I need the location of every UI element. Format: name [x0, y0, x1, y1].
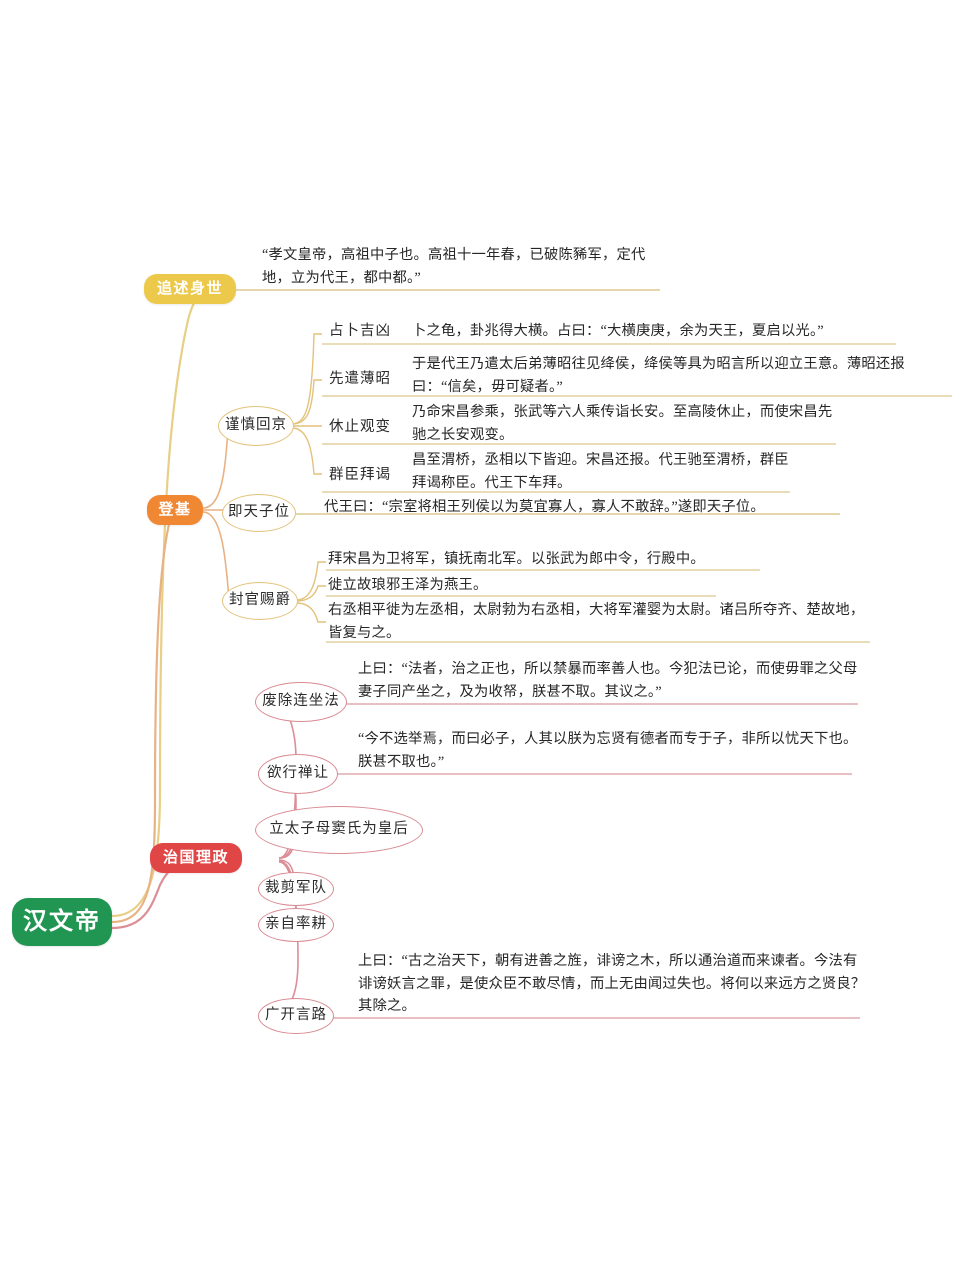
leaf-feichuliangzuofa-text: 上曰：“法者，治之正也，所以禁暴而率善人也。今犯法已论，而使毋罪之父母妻子同产坐…: [358, 661, 858, 700]
group-node-jitianzi[interactable]: 即天子位: [222, 494, 296, 532]
leaf-xianqianbozhao-text: 于是代王乃遣太后弟薄昭往见绛侯，绛侯等具为昭言所以迎立王意。薄昭还报曰：“信矣，…: [412, 356, 905, 395]
branch-node-zhiguo[interactable]: 治国理政: [150, 843, 242, 873]
group-label-jitianzi: 即天子位: [228, 504, 290, 521]
item-title-xianqianbozhao[interactable]: 先遣薄昭: [329, 371, 391, 388]
leaf-fengguan-1: 拜宋昌为卫将军，镇抚南北军。以张武为郎中令，行殿中。: [328, 551, 705, 567]
group-node-litaizimu[interactable]: 立太子母窦氏为皇后: [255, 806, 423, 854]
group-label-guangkaiyanlu: 广开言路: [265, 1007, 327, 1024]
branch-label-zhiguo: 治国理政: [162, 849, 229, 866]
group-label-jinshenhuijing: 谨慎回京: [225, 417, 287, 434]
group-node-caijianjundui[interactable]: 裁剪军队: [258, 872, 334, 906]
group-node-guangkaiyanlu[interactable]: 广开言路: [258, 998, 334, 1034]
leaf-zhuishu-text: “孝文皇帝，高祖中子也。高祖十一年春，已破陈豨军，定代地，立为代王，都中都。”: [262, 247, 646, 286]
group-label-fengguancijue: 封官赐爵: [229, 592, 291, 609]
root-node[interactable]: 汉文帝: [12, 898, 112, 946]
branch-node-zhuishu[interactable]: 追述身世: [144, 274, 236, 304]
branch-node-dengji[interactable]: 登基: [147, 495, 203, 525]
group-node-qinzilvgeng[interactable]: 亲自率耕: [258, 908, 334, 942]
item-title-qunchenbaiye[interactable]: 群臣拜谒: [329, 467, 391, 484]
item-title-xiuzhiguanbian[interactable]: 休止观变: [329, 419, 391, 436]
leaf-fengguan-2: 徙立故琅邪王泽为燕王。: [328, 577, 488, 593]
group-node-fengguancijue[interactable]: 封官赐爵: [222, 582, 298, 620]
branch-label-zhuishu: 追述身世: [156, 280, 223, 297]
group-label-feichuliangzuofa: 废除连坐法: [262, 693, 340, 710]
leaf-yuxingshanrang-text: “今不选举焉，而曰必子，人其以朕为忘贤有德者而专于子，非所以忧天下也。朕甚不取也…: [358, 731, 858, 770]
group-label-yuxingshanrang: 欲行禅让: [267, 765, 329, 782]
leaf-qunchenbaiye-text: 昌至渭桥，丞相以下皆迎。宋昌还报。代王驰至渭桥，群臣拜谒称臣。代王下车拜。: [412, 452, 789, 491]
group-label-caijianjundui: 裁剪军队: [265, 880, 327, 897]
item-title-zhanbujixiong[interactable]: 占卜吉凶: [329, 323, 391, 340]
branch-label-dengji: 登基: [158, 501, 192, 518]
group-label-litaizimu: 立太子母窦氏为皇后: [269, 821, 409, 838]
leaf-guangkaiyanlu-text: 上曰：“古之治天下，朝有进善之旌，诽谤之木，所以通治道而来谏者。今法有诽谤妖言之…: [358, 953, 866, 1015]
group-node-yuxingshanrang[interactable]: 欲行禅让: [258, 754, 338, 794]
leaf-fengguan-3: 右丞相平徙为左丞相，太尉勃为右丞相，大将军灌婴为太尉。诸吕所夺齐、楚故地，皆复与…: [328, 602, 865, 641]
root-label: 汉文帝: [23, 908, 101, 935]
group-node-jinshenhuijing[interactable]: 谨慎回京: [218, 406, 294, 446]
leaf-jitianzi-text: 代王曰：“宗室将相王列侯以为莫宜寡人，寡人不敢辞。”遂即天子位。: [324, 499, 765, 515]
leaf-xiuzhiguanbian-text: 乃命宋昌参乘，张武等六人乘传诣长安。至高陵休止，而使宋昌先驰之长安观变。: [412, 404, 833, 443]
leaf-zhanbujixiong-text: 卜之龟，卦兆得大横。占曰：“大横庚庚，余为天王，夏启以光。”: [412, 323, 824, 339]
group-node-feichuliangzuofa[interactable]: 废除连坐法: [255, 682, 347, 722]
group-label-qinzilvgeng: 亲自率耕: [265, 916, 327, 933]
